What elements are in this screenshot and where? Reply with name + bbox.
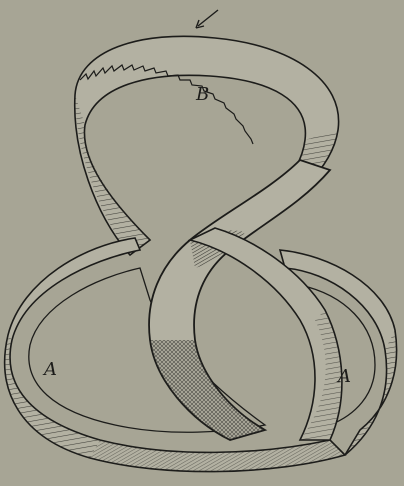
label-a-left: A [42,359,57,380]
label-b: B [195,84,209,105]
label-a-right: A [336,366,351,387]
